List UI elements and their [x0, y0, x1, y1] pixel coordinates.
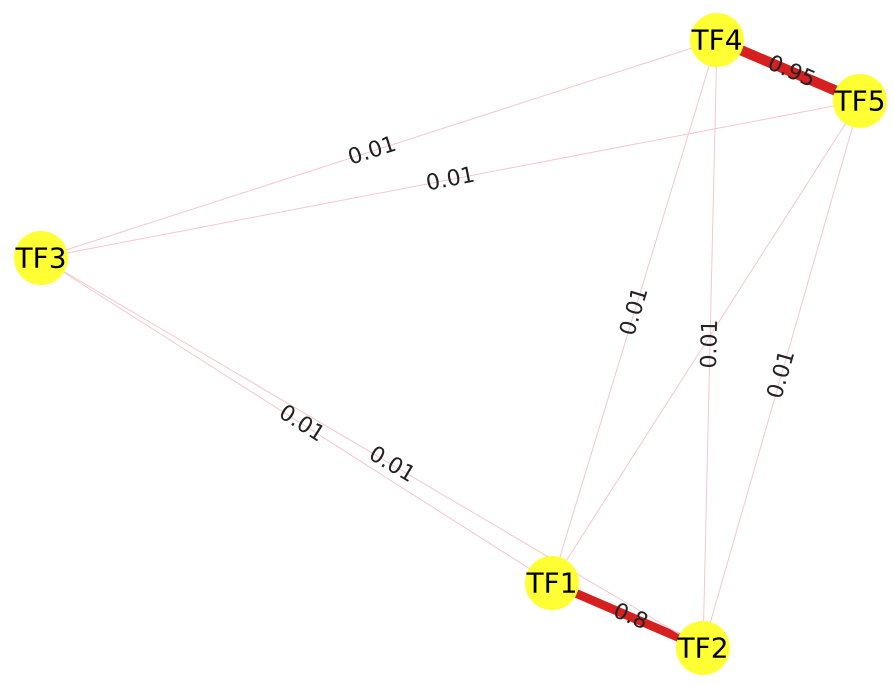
edge-label-tf4-tf1: 0.01 [615, 284, 653, 338]
node-circle [833, 74, 887, 128]
node-circle [14, 231, 68, 285]
edge-tf3-tf1 [40, 257, 553, 584]
node-circle [676, 621, 730, 675]
node-label: TF2 [676, 632, 728, 665]
edge-tf1-tf2 [550, 578, 705, 653]
node-tf5: TF5 [833, 74, 887, 128]
edge-tf5-tf2 [702, 100, 861, 649]
edge-label-tf4-tf2: 0.01 [697, 319, 723, 369]
node-tf4: TF4 [690, 13, 744, 67]
node-label: TF5 [833, 85, 885, 118]
edge-label-tf3-tf4: 0.01 [345, 132, 399, 171]
node-tf1: TF1 [525, 556, 579, 610]
edge-tf5-tf1 [551, 100, 861, 584]
edge-tf3-tf5 [40, 100, 861, 259]
edge-tf3-tf4 [40, 39, 718, 259]
edge-label-tf5-tf2: 0.01 [763, 348, 801, 402]
edge-label-tf3-tf1: 0.01 [274, 400, 329, 447]
edge-label-tf1-tf2: 0.8 [610, 598, 652, 635]
edges-layer [40, 35, 863, 653]
node-label: TF4 [690, 24, 742, 57]
edge-tf4-tf1 [551, 39, 718, 584]
edge-label-tf3-tf5: 0.01 [424, 163, 477, 197]
node-label: TF1 [525, 567, 577, 600]
edge-labels-layer: 0.950.80.010.010.010.010.010.010.01 [274, 51, 819, 636]
node-label: TF3 [14, 242, 66, 275]
node-tf3: TF3 [14, 231, 68, 285]
edge-label-tf4-tf5: 0.95 [764, 51, 819, 93]
node-tf2: TF2 [676, 621, 730, 675]
node-circle [690, 13, 744, 67]
edge-tf3-tf2 [40, 257, 704, 649]
edge-tf4-tf2 [702, 39, 718, 649]
node-circle [525, 556, 579, 610]
